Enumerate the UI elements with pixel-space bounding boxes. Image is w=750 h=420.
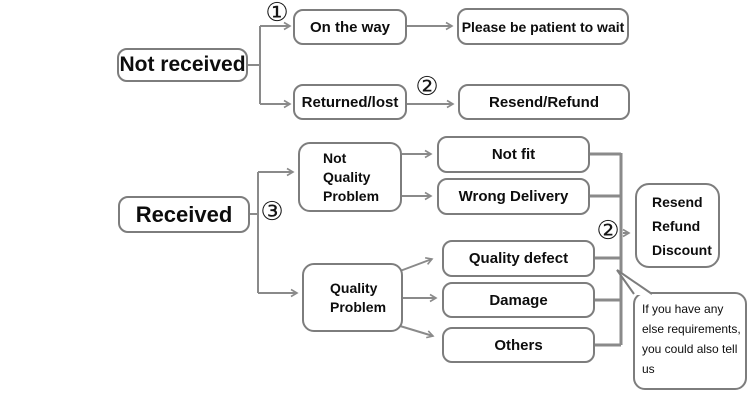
node-quality-defect: Quality defect	[442, 240, 595, 277]
step-1-marker: ①	[265, 0, 289, 28]
node-resend-refund-discount: Resend Refund Discount	[635, 183, 720, 268]
step-2-marker-right: ②	[596, 216, 620, 246]
node-received: Received	[118, 196, 250, 233]
node-wrong-delivery: Wrong Delivery	[437, 178, 590, 215]
step-2-marker-top: ②	[415, 72, 439, 102]
node-resend-refund: Resend/Refund	[458, 84, 630, 120]
step-3-marker: ③	[260, 197, 284, 227]
node-not-quality-problem: Not Quality Problem	[298, 142, 402, 212]
node-quality-problem: Quality Problem	[302, 263, 403, 332]
node-on-the-way: On the way	[293, 9, 407, 45]
note-callout-bubble: If you have any else requirements, you c…	[633, 292, 747, 390]
node-please-be-patient: Please be patient to wait	[457, 8, 629, 45]
node-not-fit: Not fit	[437, 136, 590, 173]
node-others: Others	[442, 327, 595, 363]
node-not-received: Not received	[117, 48, 248, 82]
node-damage: Damage	[442, 282, 595, 318]
node-returned-lost: Returned/lost	[293, 84, 407, 120]
